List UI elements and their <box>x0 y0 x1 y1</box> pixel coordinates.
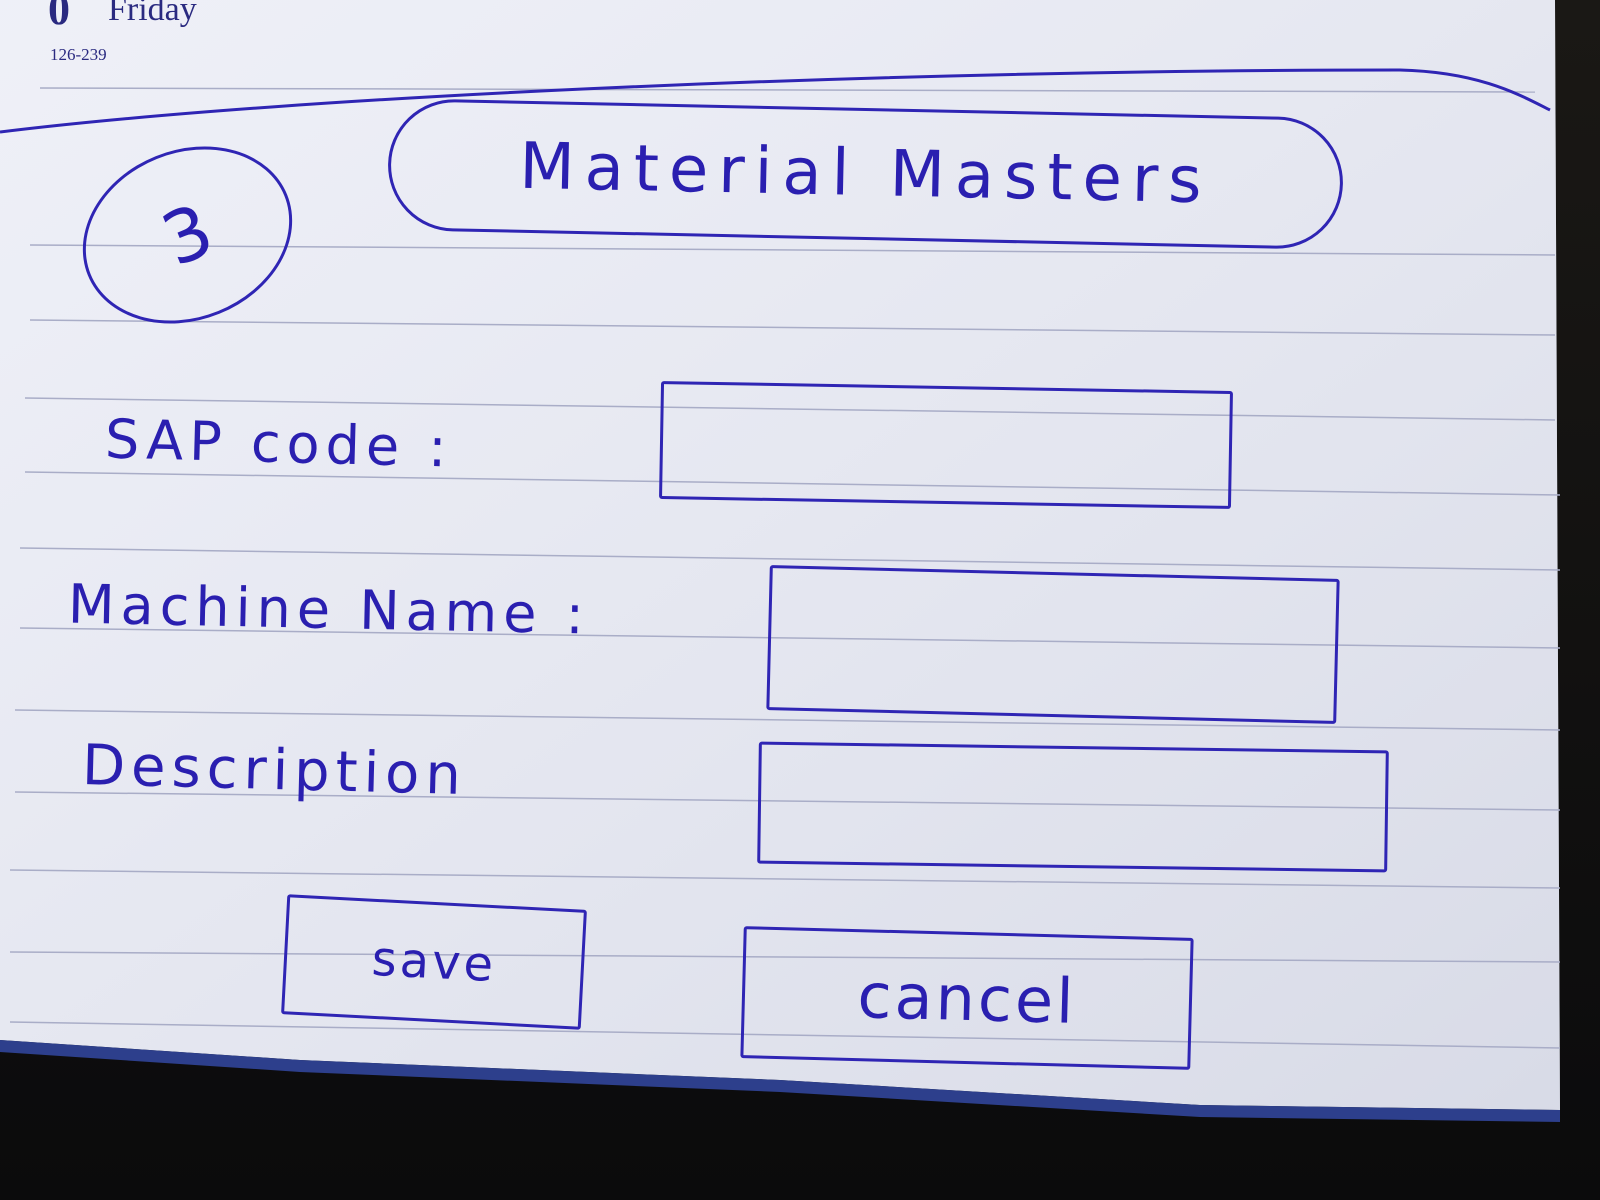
sap-code-input[interactable] <box>659 381 1233 509</box>
save-button[interactable]: save <box>281 894 587 1030</box>
page-reference: 126-239 <box>50 45 107 64</box>
page-title: Material Masters <box>386 98 1345 250</box>
machine-name-input[interactable] <box>766 565 1340 724</box>
notebook-edge <box>0 1040 1560 1122</box>
day-name: Friday <box>108 0 197 28</box>
machine-name-label: Machine Name : <box>67 572 591 647</box>
description-input[interactable] <box>757 741 1389 873</box>
title-text: Material Masters <box>518 129 1213 219</box>
description-label: Description <box>81 732 468 809</box>
sap-code-label: SAP code : <box>104 407 454 480</box>
header-rule <box>0 68 1551 134</box>
step-number: 3 <box>150 187 225 283</box>
day-number: 0 <box>48 0 70 34</box>
cancel-button[interactable]: cancel <box>740 926 1194 1070</box>
